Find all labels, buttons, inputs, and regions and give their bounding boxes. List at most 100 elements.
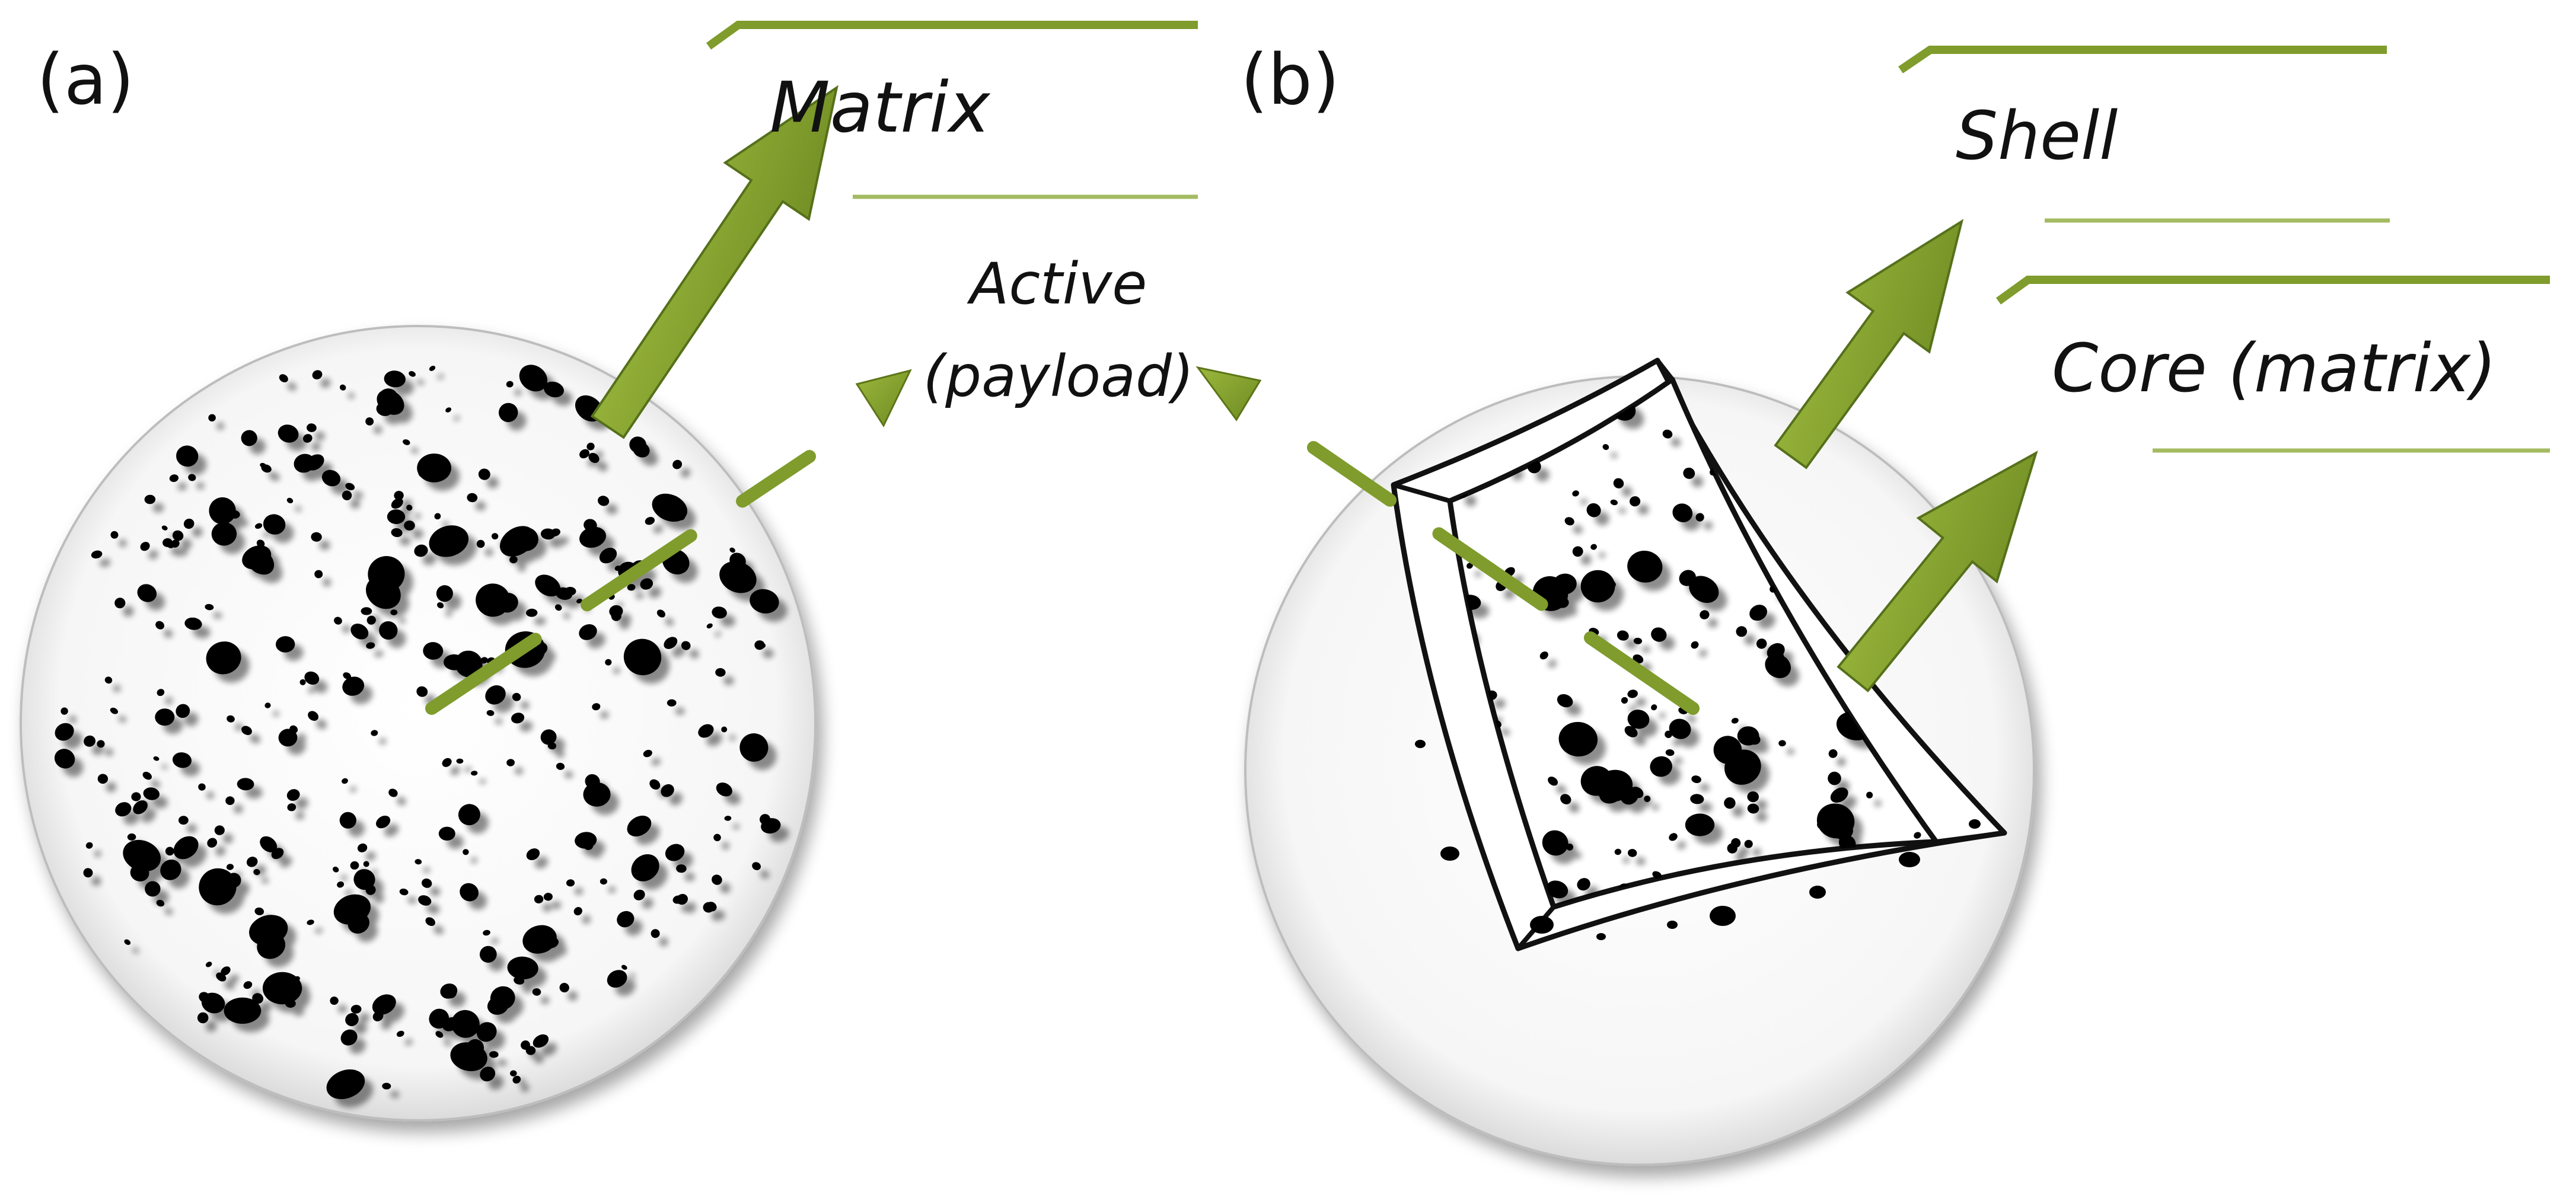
payload-particle <box>199 868 237 906</box>
payload-particle <box>403 439 410 445</box>
payload-particle <box>211 522 237 546</box>
panel-a: (a) Matrix <box>20 21 1198 1122</box>
payload-particle <box>611 611 621 621</box>
core-label: Core (matrix) <box>2052 330 2497 407</box>
payload-particle <box>759 814 771 825</box>
payload-particle <box>130 864 149 881</box>
payload-particle <box>345 483 355 490</box>
payload-particle <box>450 1042 487 1071</box>
payload-particle <box>343 672 352 679</box>
core-rule-top <box>1995 276 2550 305</box>
payload-particle <box>264 702 271 708</box>
payload-particle <box>1713 736 1742 764</box>
payload-particle <box>1691 641 1699 649</box>
payload-particle <box>600 878 607 885</box>
payload-particle <box>584 519 597 532</box>
payload-particle <box>534 895 544 904</box>
payload-particle <box>463 849 469 855</box>
payload-particle <box>314 570 323 579</box>
payload-particle <box>1630 496 1641 507</box>
payload-particle <box>91 550 103 559</box>
payload-particle <box>276 636 295 653</box>
payload-particle <box>365 417 374 426</box>
payload-particle <box>425 917 435 927</box>
payload-particle <box>376 815 391 829</box>
payload-particle <box>607 970 627 988</box>
payload-particle <box>532 988 541 996</box>
payload-particle <box>162 538 173 547</box>
payload-particle <box>665 844 685 861</box>
payload-particle <box>1558 721 1598 757</box>
payload-particle <box>1685 813 1715 836</box>
payload-particle <box>307 423 317 432</box>
payload-particle <box>643 749 652 758</box>
payload-particle <box>485 685 506 705</box>
payload-particle <box>143 787 160 800</box>
payload-particle <box>1828 771 1841 785</box>
payload-particle <box>672 895 683 904</box>
payload-particle <box>110 707 119 714</box>
payload-particle <box>1610 499 1618 506</box>
payload-particle <box>586 442 595 451</box>
shell-edge-right <box>1936 831 2005 844</box>
payload-particle <box>347 913 369 934</box>
payload-particle <box>176 704 190 718</box>
payload-particle <box>1749 605 1768 621</box>
payload-particle <box>333 866 339 873</box>
payload-particle <box>524 962 535 971</box>
payload-particle <box>178 816 189 825</box>
payload-particle <box>155 708 175 726</box>
payload-particle <box>758 643 766 649</box>
payload-particle <box>304 671 320 685</box>
payload-particle <box>321 469 341 487</box>
payload-particle <box>1627 689 1638 698</box>
payload-particle <box>458 804 480 826</box>
payload-particle <box>285 999 296 1008</box>
payload-particle <box>391 498 403 509</box>
payload-particle <box>706 623 713 629</box>
payload-particle <box>575 832 597 849</box>
payload-particle <box>1572 490 1579 497</box>
matrix-arrow <box>590 85 839 439</box>
payload-particle <box>1557 694 1573 708</box>
payload-particle <box>633 889 645 900</box>
shell-edge-top <box>1655 359 1675 381</box>
payload-particle <box>254 907 264 915</box>
payload-particle <box>340 1029 358 1046</box>
payload-particle <box>241 430 257 446</box>
payload-particle <box>576 598 583 603</box>
active-label-line1: Active <box>967 251 1147 317</box>
payload-particle <box>243 981 253 989</box>
payload-particle <box>555 587 573 600</box>
payload-particle <box>681 641 691 650</box>
payload-particle <box>254 523 263 529</box>
payload-particle <box>729 547 735 553</box>
payload-particle <box>378 388 398 406</box>
payload-particle <box>339 812 356 829</box>
payload-particle <box>667 699 677 707</box>
payload-particle <box>460 883 479 902</box>
matrix-label: Matrix <box>770 66 991 148</box>
payload-particle <box>387 509 406 525</box>
payload-particle <box>479 946 497 963</box>
payload-particle <box>83 868 93 878</box>
payload-particle <box>533 1034 549 1048</box>
payload-particle <box>246 857 258 867</box>
payload-particle <box>519 365 548 392</box>
payload-particle <box>627 815 652 837</box>
payload-particle <box>416 686 428 697</box>
payload-particle <box>1683 467 1695 479</box>
payload-particle <box>509 555 518 564</box>
payload-particle <box>55 723 74 741</box>
payload-particle <box>1607 580 1616 588</box>
payload-particle <box>229 510 240 519</box>
panel-b-label: (b) <box>1241 39 1340 120</box>
payload-particle <box>84 735 96 747</box>
payload-particle <box>156 899 165 907</box>
panel-b: (b) <box>1195 39 2550 1166</box>
payload-particle <box>221 966 231 976</box>
payload-particle <box>357 843 368 852</box>
payload-particle <box>1747 791 1759 803</box>
payload-particle <box>85 842 93 849</box>
payload-particle <box>510 1070 517 1077</box>
